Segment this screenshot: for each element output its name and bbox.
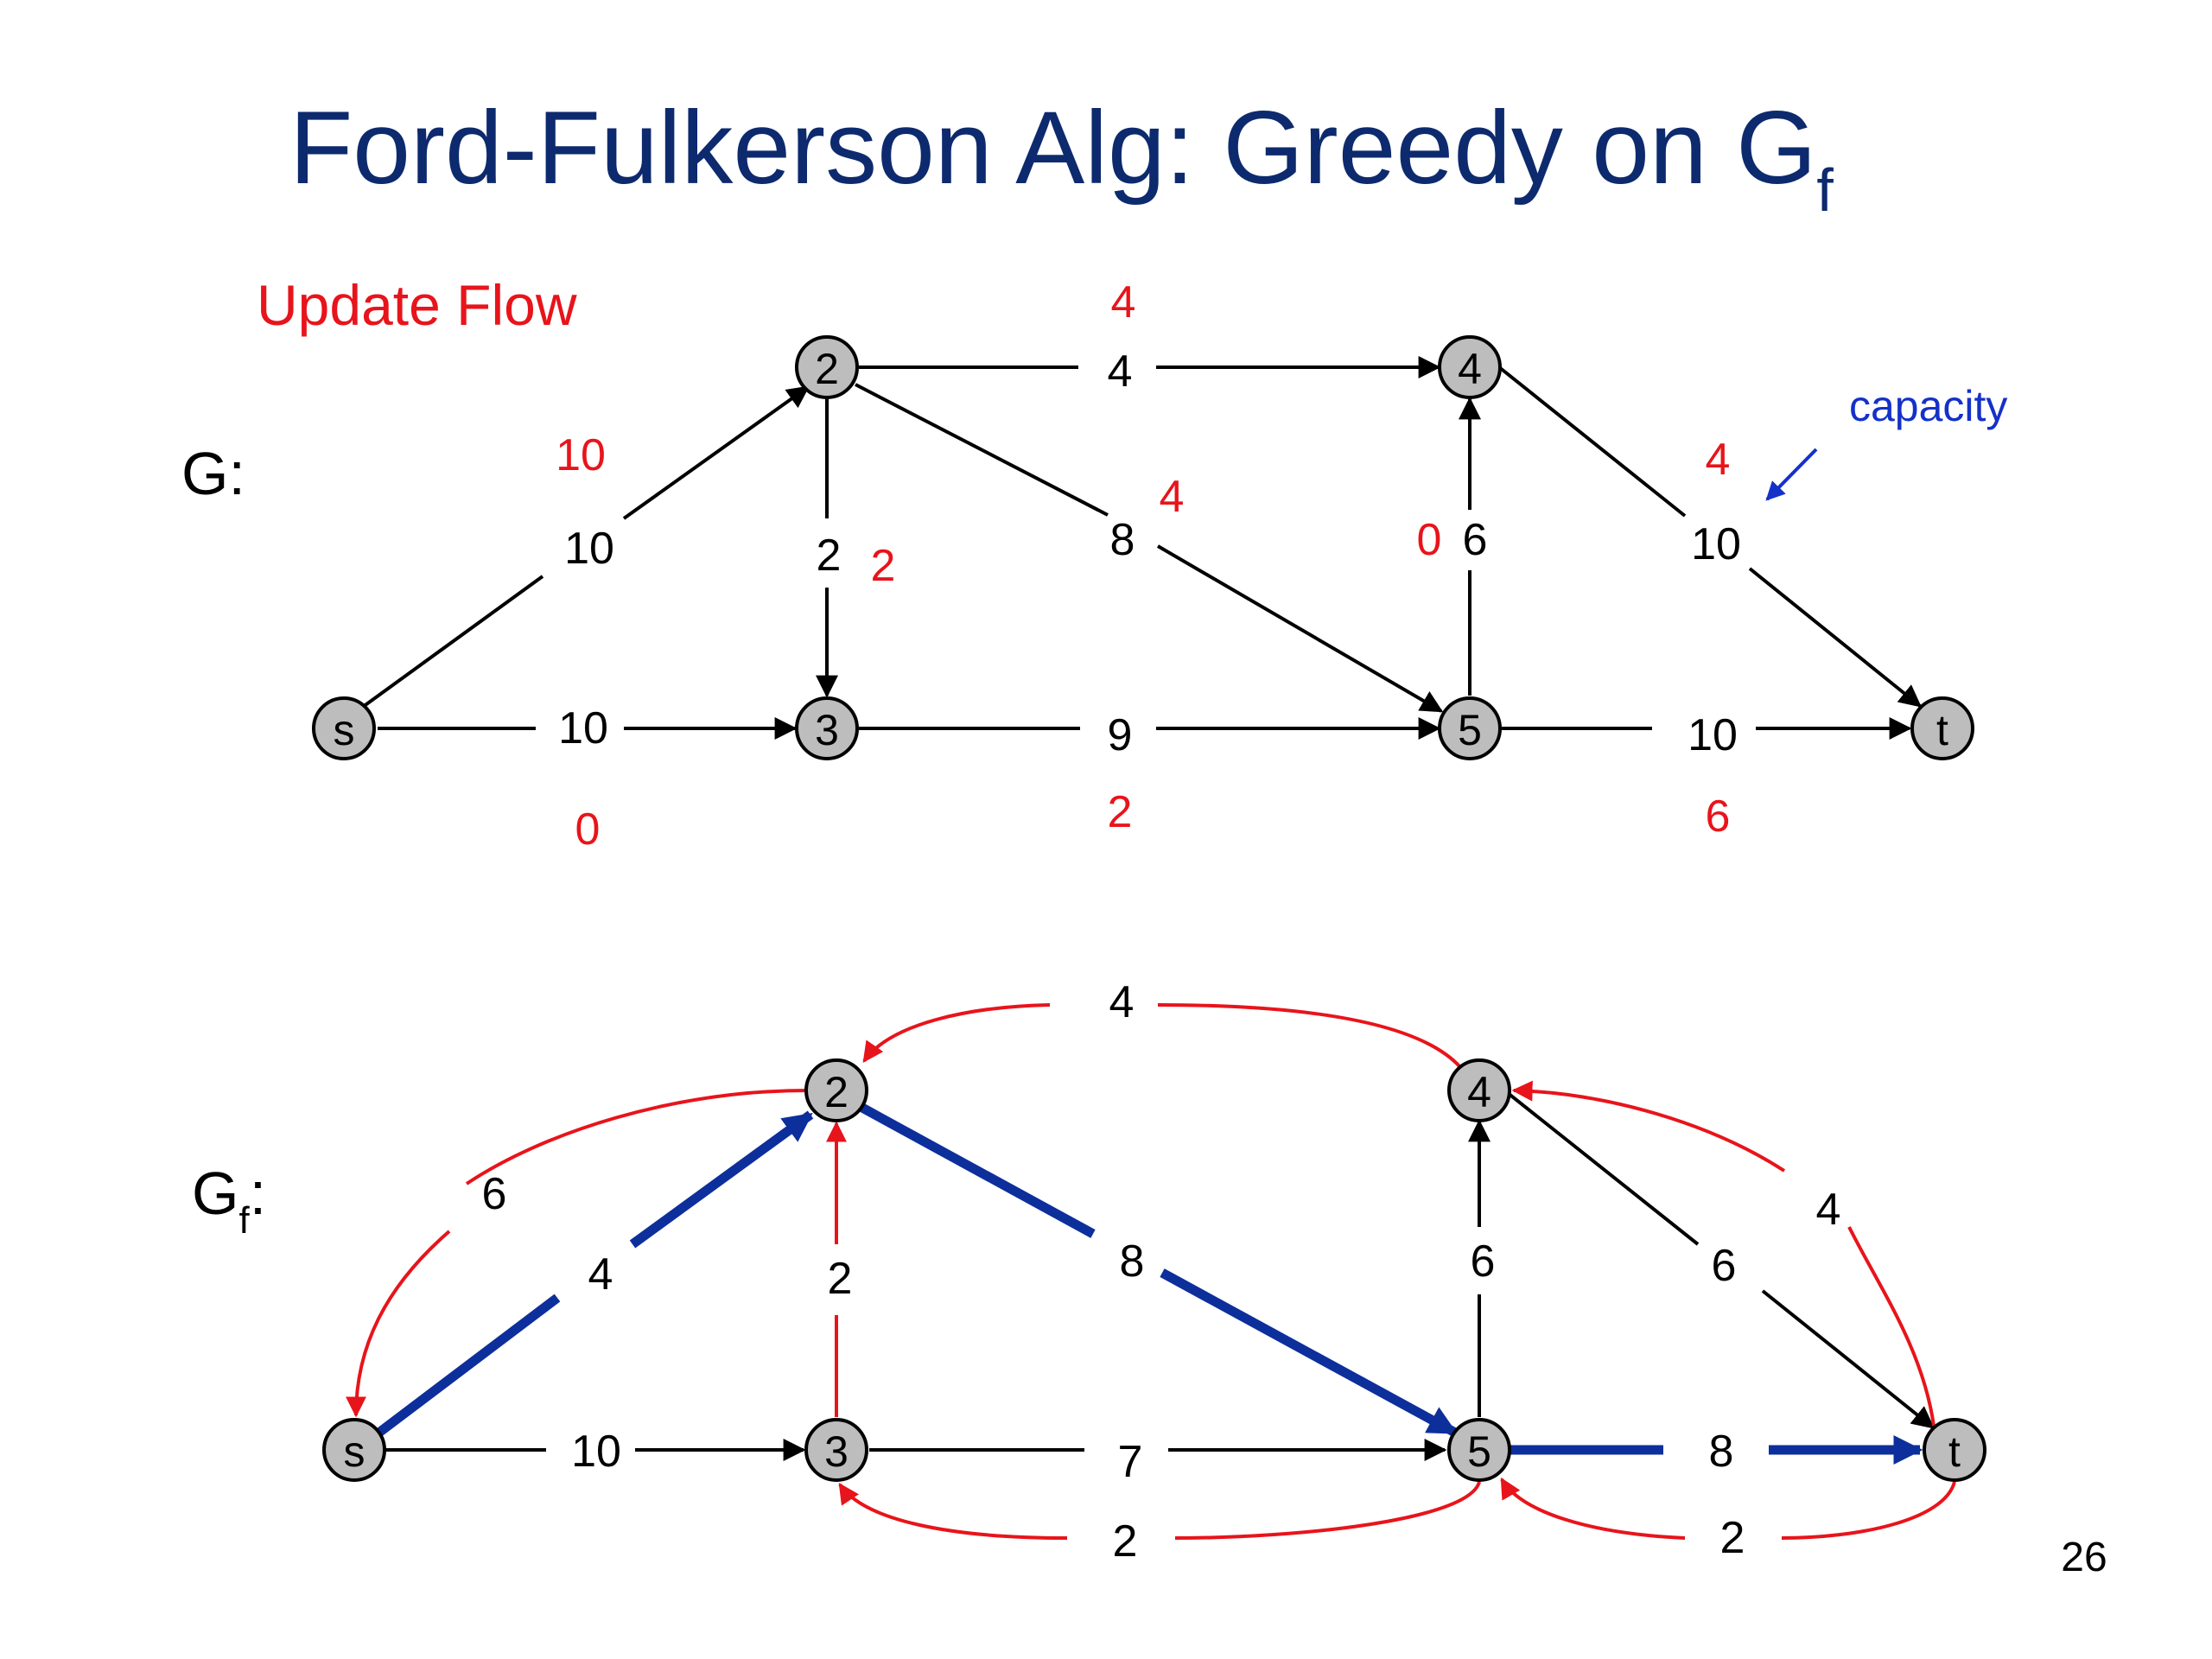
graph-g-capacity-labels: 10 10 2 4 8 9 6 10 10 xyxy=(558,346,1741,760)
gf-res-t-5: 2 xyxy=(1720,1513,1745,1563)
gf-node-3: 3 xyxy=(804,1418,868,1482)
svg-text:2: 2 xyxy=(815,345,839,393)
g-cap-4-t: 10 xyxy=(1691,519,1741,569)
gf-node-t: t xyxy=(1923,1418,1986,1482)
graph-g-edges xyxy=(361,356,1923,740)
g-cap-2-4: 4 xyxy=(1108,346,1133,397)
edge-2-5-head xyxy=(1156,544,1444,713)
update-flow-heading: Update Flow xyxy=(257,273,577,337)
gf-edge-4-2-head xyxy=(862,1003,1051,1063)
g-node-5: 5 xyxy=(1438,696,1502,760)
g-flow-3-5: 2 xyxy=(1108,787,1133,837)
gf-edge-5-3 xyxy=(1174,1481,1481,1540)
gf-path-edge-s-2 xyxy=(373,1294,561,1439)
gf-res-5-4: 6 xyxy=(1471,1236,1496,1287)
graph-gf-label: Gf: xyxy=(192,1160,266,1242)
graph-gf-forward-edges xyxy=(385,1091,1936,1461)
gf-res-4-2: 4 xyxy=(1109,977,1135,1027)
gf-node-5: 5 xyxy=(1447,1418,1511,1482)
gf-node-2: 2 xyxy=(804,1058,868,1122)
gf-edge-4-2 xyxy=(1157,1003,1462,1069)
g-node-4: 4 xyxy=(1438,335,1502,399)
svg-text:2: 2 xyxy=(824,1068,849,1116)
edge-s-2 xyxy=(361,575,544,709)
edge-4-t-head xyxy=(1748,567,1923,708)
capacity-pointer-arrow xyxy=(1765,448,1818,501)
capacity-note: capacity xyxy=(1849,382,2007,430)
graph-g-flow-labels: 10 0 2 4 4 2 0 4 6 xyxy=(556,277,1730,855)
gf-res-s-2: 4 xyxy=(588,1249,613,1300)
svg-text:5: 5 xyxy=(1467,1427,1491,1476)
slide-title: Ford-Fulkerson Alg: Greedy on Gf xyxy=(289,90,1834,224)
gf-node-4: 4 xyxy=(1447,1058,1511,1122)
gf-res-2-s: 6 xyxy=(482,1169,507,1219)
gf-edge-t-4-head xyxy=(1511,1080,1786,1173)
gf-edge-4-t xyxy=(1506,1091,1700,1246)
gf-res-2-5: 8 xyxy=(1120,1236,1145,1287)
g-node-t: t xyxy=(1910,696,1974,760)
g-cap-2-3: 2 xyxy=(817,531,842,581)
gf-res-5-t: 8 xyxy=(1709,1427,1734,1477)
gf-node-s: s xyxy=(322,1418,386,1482)
graph-gf-labels: 4 8 8 10 7 6 6 6 2 4 2 4 2 xyxy=(482,977,1841,1567)
gf-res-s-3: 10 xyxy=(571,1427,621,1477)
g-node-3: 3 xyxy=(795,696,859,760)
gf-edge-t-5-head xyxy=(1500,1477,1686,1540)
g-flow-2-3: 2 xyxy=(871,541,896,591)
gf-path-edge-2-5 xyxy=(860,1103,1096,1238)
svg-text:4: 4 xyxy=(1458,345,1482,393)
g-cap-5-t: 10 xyxy=(1688,710,1738,760)
gf-edge-t-4 xyxy=(1847,1226,1936,1427)
page-number: 26 xyxy=(2061,1535,2107,1580)
g-flow-2-4: 4 xyxy=(1111,277,1136,327)
g-cap-5-4: 6 xyxy=(1463,515,1488,565)
svg-text:3: 3 xyxy=(815,706,839,754)
svg-text:s: s xyxy=(334,706,355,754)
gf-edge-5-3-head xyxy=(838,1483,1068,1540)
gf-edge-2-s-head xyxy=(346,1230,451,1418)
svg-text:5: 5 xyxy=(1458,706,1482,754)
gf-path-edge-s-2-head xyxy=(629,1110,814,1249)
g-flow-4-t: 4 xyxy=(1706,435,1731,485)
g-flow-s-3: 0 xyxy=(575,804,601,855)
gf-edge-4-t-head xyxy=(1761,1289,1936,1429)
svg-text:t: t xyxy=(1936,706,1948,754)
graph-gf-backward-edges xyxy=(346,1003,1956,1540)
g-node-s: s xyxy=(312,696,376,760)
g-flow-2-5: 4 xyxy=(1160,472,1185,522)
g-flow-5-4: 0 xyxy=(1417,515,1442,565)
gf-res-5-3: 2 xyxy=(1113,1516,1138,1567)
svg-text:3: 3 xyxy=(824,1427,849,1476)
gf-edge-t-5 xyxy=(1781,1481,1956,1540)
graph-g-label: G: xyxy=(181,440,245,507)
gf-edge-2-s xyxy=(465,1089,809,1185)
svg-text:s: s xyxy=(344,1427,365,1476)
svg-text:t: t xyxy=(1948,1427,1961,1476)
graph-gf-augmenting-path xyxy=(373,1103,1923,1465)
graph-g-nodes: s 2 3 4 5 t xyxy=(312,335,1974,760)
gf-res-t-4: 4 xyxy=(1816,1185,1841,1235)
g-cap-3-5: 9 xyxy=(1108,710,1133,760)
graph-gf-nodes: s 2 3 4 5 t xyxy=(322,1058,1986,1482)
gf-res-4-t: 6 xyxy=(1712,1241,1737,1291)
g-node-2: 2 xyxy=(795,335,859,399)
gf-path-edge-2-5-head xyxy=(1160,1268,1458,1437)
edge-2-5 xyxy=(855,383,1109,517)
g-cap-2-5: 8 xyxy=(1110,515,1135,565)
g-cap-s-3: 10 xyxy=(558,703,608,753)
gf-res-3-5: 7 xyxy=(1118,1437,1143,1487)
g-flow-5-t: 6 xyxy=(1706,791,1731,842)
g-flow-s-2: 10 xyxy=(556,430,606,480)
edge-s-2-head xyxy=(622,385,810,520)
svg-text:4: 4 xyxy=(1467,1068,1491,1116)
g-cap-s-2: 10 xyxy=(564,524,614,574)
gf-res-3-2: 2 xyxy=(828,1254,853,1304)
edge-4-t xyxy=(1497,365,1687,518)
